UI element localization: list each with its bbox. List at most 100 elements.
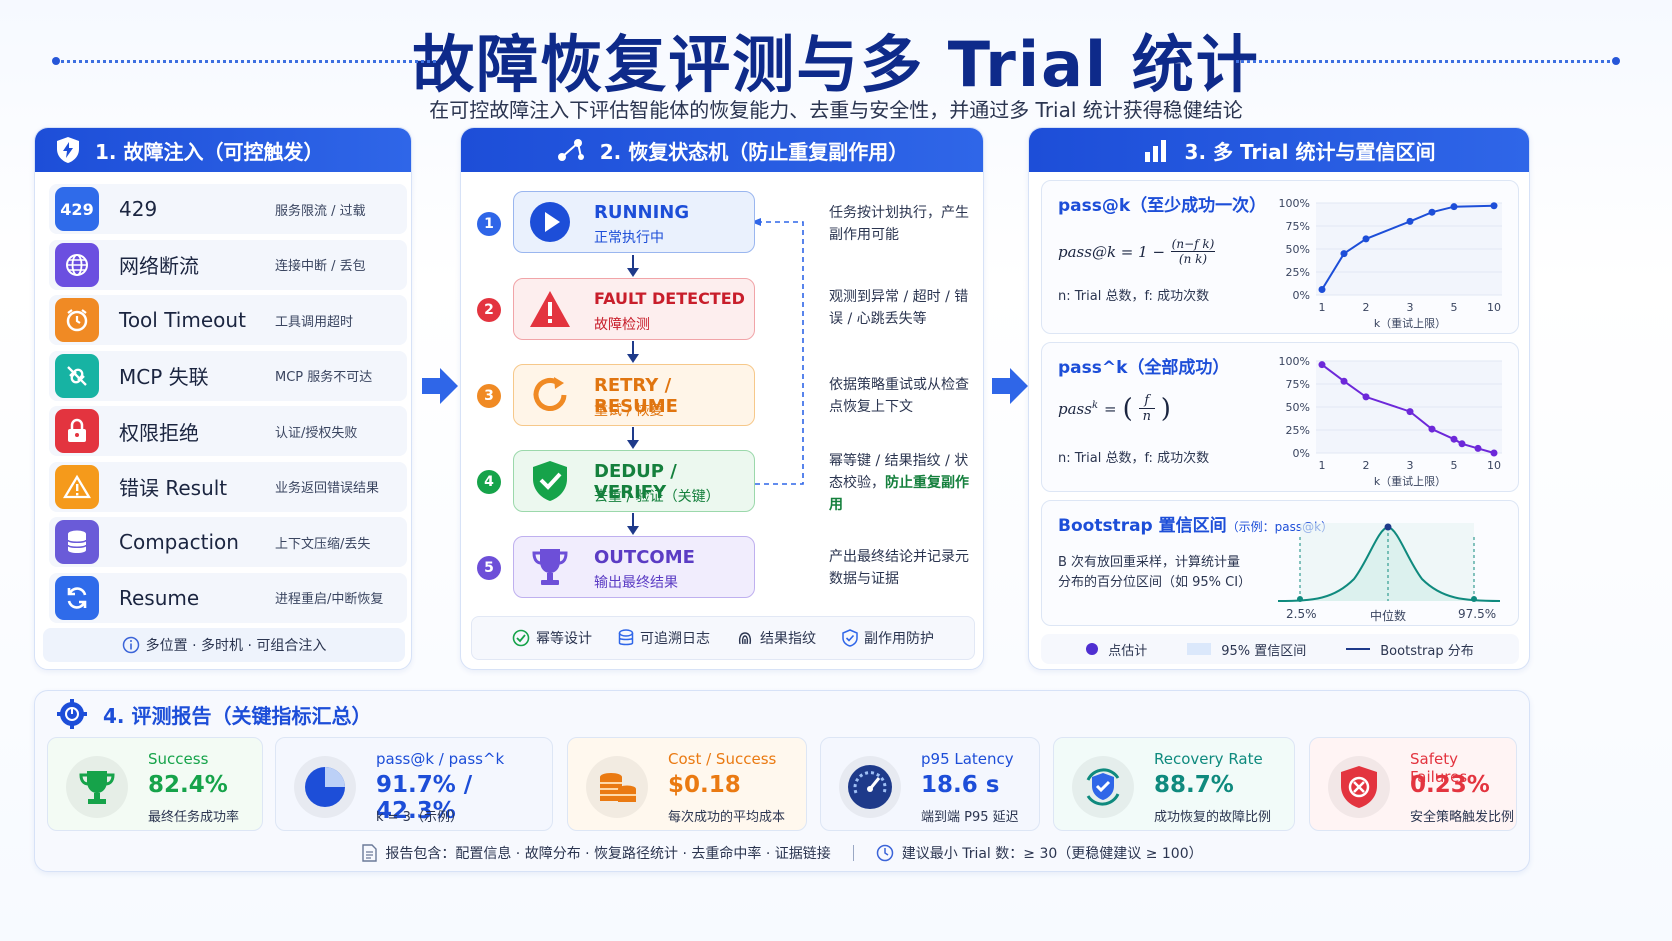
panel-header: 3. 多 Trial 统计与置信区间 <box>1029 128 1529 172</box>
shield-check-icon <box>842 629 858 647</box>
pie-chart-icon <box>294 756 356 818</box>
metric-subtitle: 端到端 P95 延迟 <box>921 810 1019 825</box>
card-title-text: Bootstrap 置信区间 <box>1058 516 1227 536</box>
state-description: 依据策略重试或从检查点恢复上下文 <box>829 377 969 415</box>
y-tick-label: 0% <box>1293 447 1310 460</box>
data-point <box>1458 440 1466 448</box>
lock-icon <box>55 409 99 453</box>
data-point <box>1318 285 1326 293</box>
trophy-icon <box>66 756 128 818</box>
note-line: B 次有放回重采样，计算统计量 <box>1058 555 1241 570</box>
formula-paren: ( <box>1122 393 1133 424</box>
metric-label: p95 Latency <box>921 750 1014 768</box>
footer-item: 幂等设计 <box>536 631 592 647</box>
step-number: 2 <box>477 298 501 322</box>
panel-title: 3. 多 Trial 统计与置信区间 <box>1184 139 1436 164</box>
footer-item: 副作用防护 <box>864 631 934 647</box>
state-retry-resume: RETRY / RESUME 重试 / 恢复 <box>513 364 755 426</box>
x-tick-label: 5 <box>1451 459 1458 472</box>
fault-name: MCP 失联 <box>119 365 209 389</box>
play-icon <box>528 200 572 244</box>
fault-name: Compaction <box>119 530 239 554</box>
x-axis-label: k（重试上限） <box>1374 474 1446 488</box>
fault-desc: MCP 服务不可达 <box>275 370 373 385</box>
database-icon <box>618 629 634 646</box>
fault-name: Resume <box>119 585 200 610</box>
x-tick-label: 2 <box>1363 301 1370 314</box>
fraction-bar <box>1138 408 1155 409</box>
y-tick-label: 100% <box>1279 355 1310 368</box>
chart-legend: 点估计 95% 置信区间 Bootstrap 分布 <box>1041 634 1519 664</box>
data-point <box>1490 449 1498 457</box>
fingerprint-icon <box>738 632 752 645</box>
formula-fraction: (n−f k) (n k) <box>1171 237 1216 266</box>
formula-lhs: pass@k = 1 − <box>1058 242 1166 261</box>
divider <box>852 845 854 861</box>
state-subtitle: 去重 / 验证（关键） <box>594 489 720 505</box>
report-footer: 报告包含：配置信息 · 故障分布 · 恢复路径统计 · 去重命中率 · 证据链接… <box>35 843 1529 863</box>
speedometer-icon <box>839 756 901 818</box>
y-tick-label: 100% <box>1279 197 1310 210</box>
flow-nodes-icon <box>557 139 584 161</box>
fault-item: 网络断流 连接中断 / 丢包 <box>49 239 407 290</box>
ci-label-high: 97.5% <box>1458 607 1497 621</box>
info-icon <box>122 636 139 654</box>
multi-trial-stats-panel: 3. 多 Trial 统计与置信区间 pass@k（至少成功一次） pass@k… <box>1028 127 1530 670</box>
step-number: 1 <box>477 212 501 236</box>
state-description-highlight: 防止重复副作用 <box>829 475 969 513</box>
fault-footer-text: 多位置 · 多时机 · 可组合注入 <box>145 638 327 654</box>
state-subtitle: 输出最终结果 <box>594 575 678 591</box>
data-point <box>1340 250 1348 258</box>
check-circle-icon <box>512 629 530 647</box>
warning-icon <box>55 464 99 509</box>
step-number: 4 <box>477 470 501 494</box>
metric-label: Safety Failures <box>1410 750 1468 786</box>
flow-arrow <box>627 513 639 535</box>
formula-fraction: f n <box>1138 393 1155 424</box>
metric-label: Cost / Success <box>668 750 777 768</box>
fault-desc: 工具调用超时 <box>275 314 354 330</box>
data-point <box>1490 202 1498 210</box>
metric-value: 82.4% <box>148 772 228 798</box>
fraction-denominator: n <box>1142 409 1151 424</box>
ci-label-median: 中位数 <box>1370 609 1407 623</box>
fault-desc: 连接中断 / 丢包 <box>275 259 366 274</box>
metric-card: p95 Latency 18.6 s 端到端 P95 延迟 <box>820 737 1040 831</box>
y-tick-label: 50% <box>1286 243 1310 256</box>
pass-pow-k-card: pass^k（全部成功） passk = ( f n ) n: Trial 总数… <box>1041 342 1519 492</box>
metric-subtitle: k = 3（示例） <box>376 810 463 825</box>
x-tick-label: 1 <box>1319 459 1326 472</box>
coins-icon <box>586 756 648 818</box>
page-subtitle: 在可控故障注入下评估智能体的恢复能力、去重与安全性，并通过多 Trial 统计获… <box>429 98 1243 122</box>
step-number: 5 <box>477 556 501 580</box>
decor-line-right <box>1236 60 1616 63</box>
data-point <box>1362 393 1370 401</box>
state-subtitle: 正常执行中 <box>594 230 664 246</box>
data-point <box>1450 203 1458 211</box>
decor-dot <box>1612 57 1620 65</box>
clock-icon <box>876 844 894 862</box>
bootstrap-distribution-chart <box>1277 523 1501 602</box>
broken-link-icon <box>55 353 99 398</box>
panel-title: 4. 评测报告（关键指标汇总） <box>103 703 372 728</box>
state-title: FAULT DETECTED <box>594 289 745 308</box>
metric-value: 18.6 s <box>921 772 1000 798</box>
card-note: B 次有放回重采样，计算统计量分布的百分位区间（如 95% CI） <box>1058 553 1251 593</box>
fraction-bar <box>1171 251 1216 252</box>
fault-name: 网络断流 <box>119 254 199 278</box>
card-note: n: Trial 总数，f: 成功次数 <box>1058 451 1210 466</box>
ci-swatch <box>1187 643 1212 655</box>
y-tick-label: 25% <box>1286 266 1310 279</box>
x-tick-label: 2 <box>1363 459 1370 472</box>
fault-name: 权限拒绝 <box>119 420 199 445</box>
trial-recommendation: 建议最小 Trial 数：≥ 30（更稳健建议 ≥ 100） <box>901 846 1203 862</box>
legend-item: Bootstrap 分布 <box>1380 643 1474 659</box>
